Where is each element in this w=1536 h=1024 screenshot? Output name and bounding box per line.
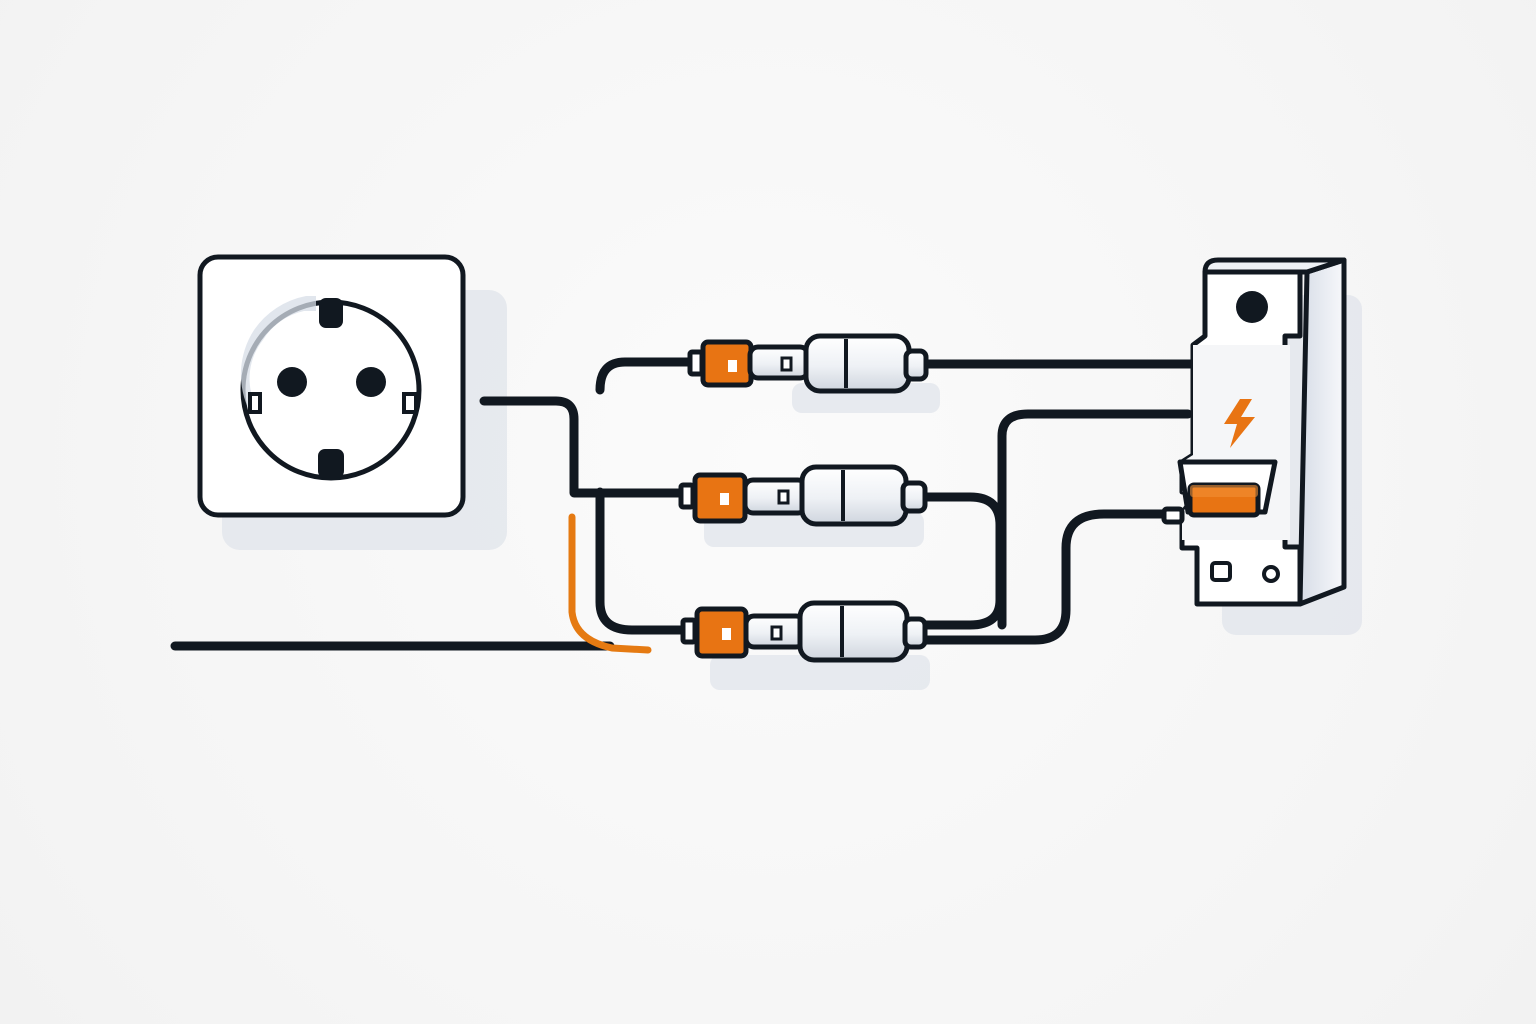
wire-network	[170, 357, 1200, 654]
socket-shading	[240, 296, 316, 412]
breaker-terminal-right	[1262, 565, 1280, 583]
breaker-indicator-icon	[1236, 291, 1268, 323]
breaker-side-panel	[1297, 257, 1347, 607]
breaker-top-panel	[1202, 257, 1347, 275]
breaker-terminal-left	[1210, 561, 1232, 582]
socket-right-side-clip	[402, 392, 418, 414]
socket-right-pin-hole-icon	[356, 367, 386, 397]
circuit-breaker	[1161, 257, 1347, 607]
inline-fuse-top	[687, 333, 929, 394]
breaker-wire-lug	[1161, 506, 1185, 525]
socket-top-earth-clip-icon	[319, 298, 343, 328]
lightning-bolt-icon	[1224, 399, 1255, 448]
socket-left-side-clip	[248, 392, 262, 414]
inline-fuse-bottom	[680, 600, 928, 663]
socket-bottom-earth-clip-icon	[318, 449, 344, 478]
inline-fuse-middle	[678, 464, 928, 527]
socket-left-pin-hole-icon	[277, 367, 307, 397]
wall-socket	[197, 254, 466, 518]
